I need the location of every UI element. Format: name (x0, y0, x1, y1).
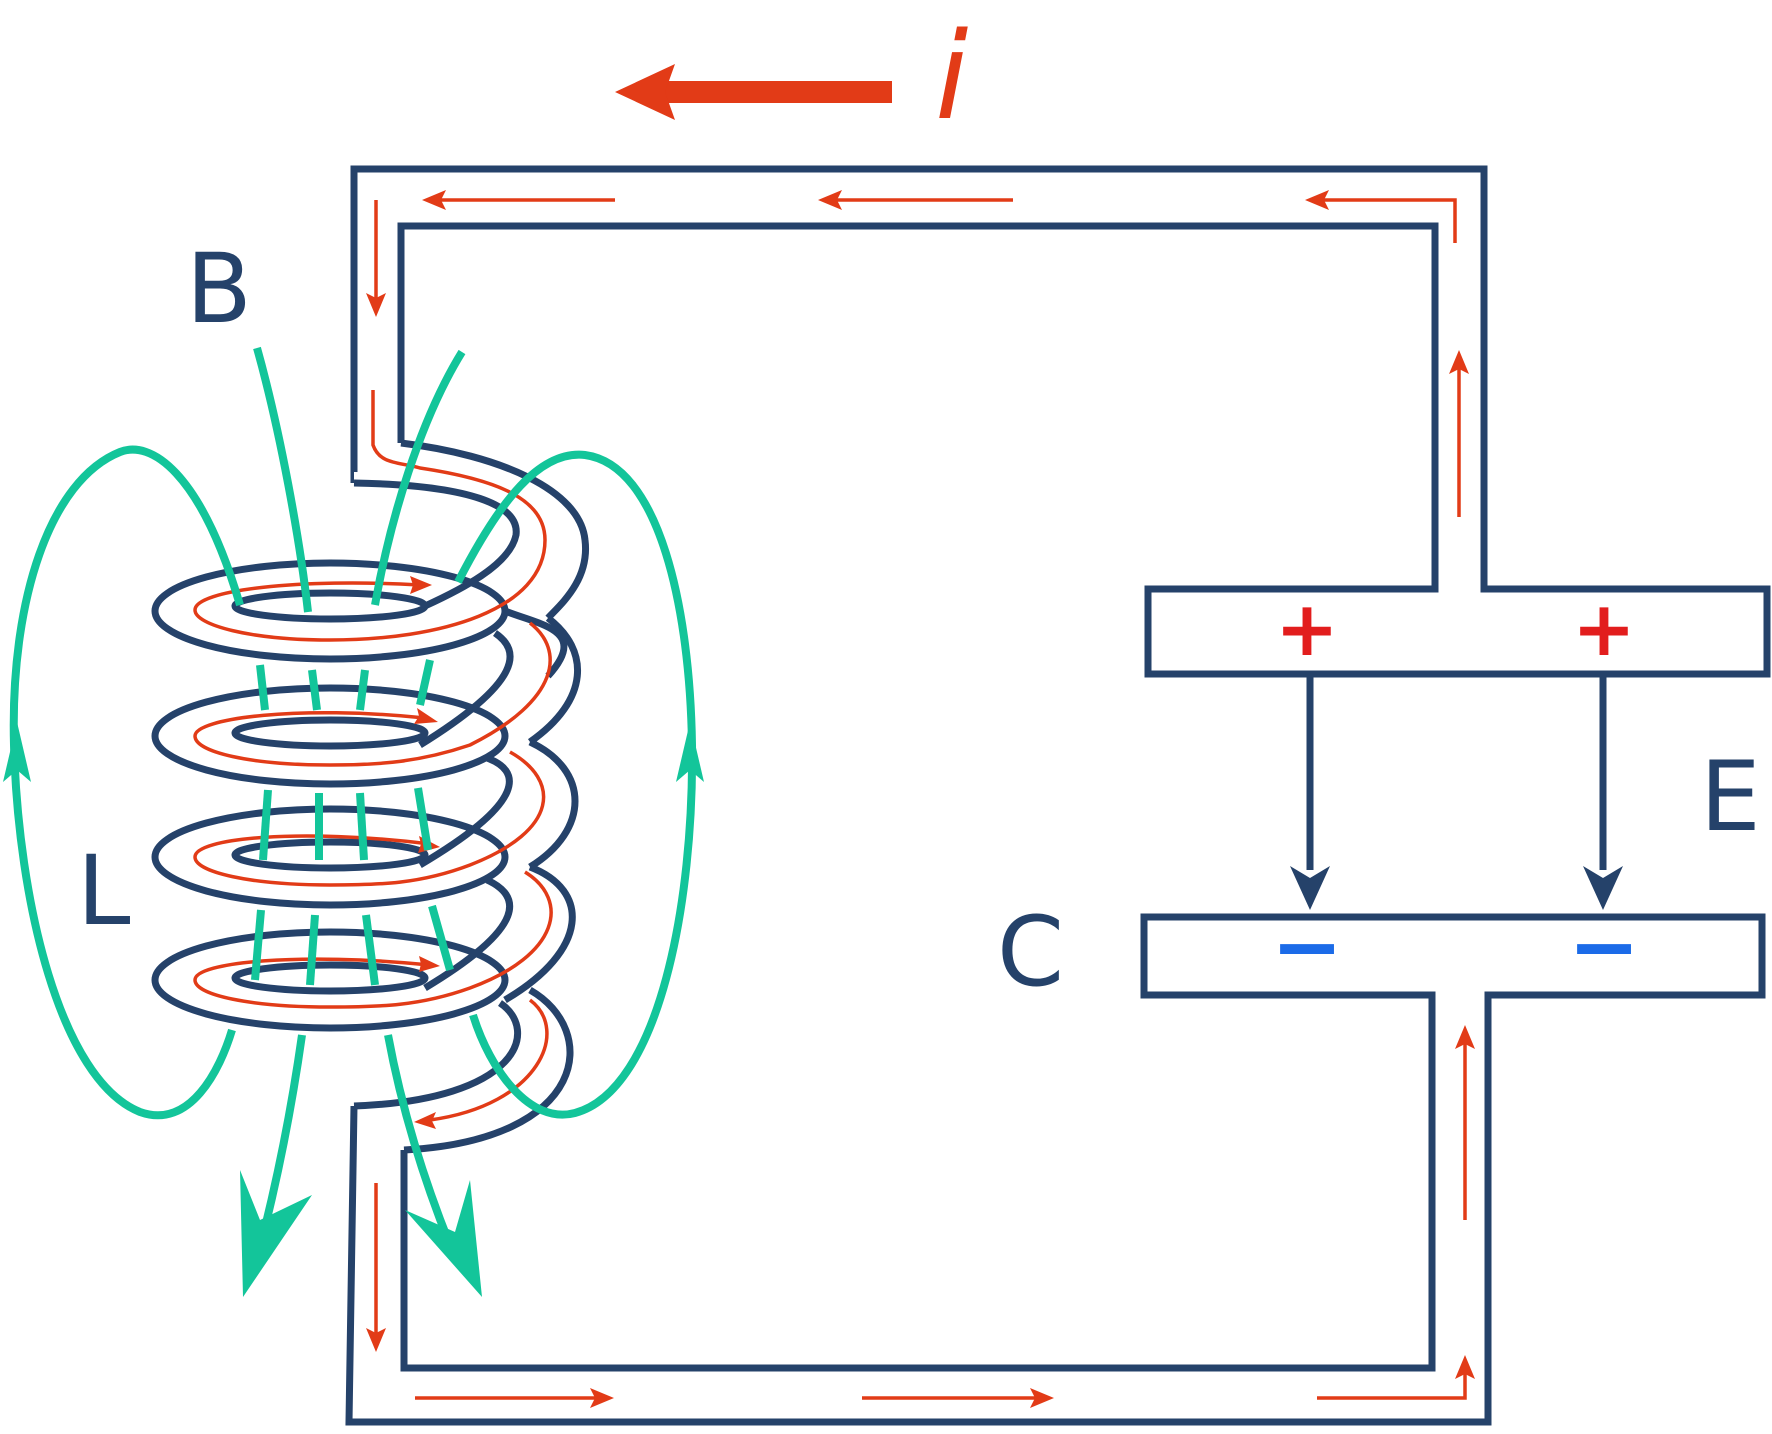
inductor-label: L (77, 835, 130, 947)
coil-turn-2 (151, 615, 581, 788)
coil-turn-4 (151, 863, 576, 1032)
minus-sign-left: − (1271, 897, 1343, 997)
plus-sign-left: + (1275, 584, 1339, 673)
minus-sign-right: − (1568, 897, 1640, 997)
wire-bottom-outer (345, 913, 1766, 1426)
solenoid-coil (151, 439, 589, 1154)
coil-current-lines (193, 390, 553, 1129)
plus-sign-right: + (1572, 584, 1636, 673)
capacitor-label: C (997, 896, 1064, 1008)
wire-current-arrows (366, 190, 1475, 1408)
electric-field-arrows (1290, 676, 1623, 910)
magnetic-field-lines (3, 346, 704, 1297)
circuit-wire (345, 165, 1771, 1426)
capacitor-top-plate (1148, 589, 1767, 674)
electric-field-label: E (1700, 741, 1761, 853)
capacitor (1148, 589, 1767, 910)
magnetic-field-label: B (186, 233, 252, 345)
current-label: i (935, 8, 968, 147)
coil-turn-1 (151, 559, 568, 679)
coil-turn-3 (151, 738, 579, 909)
current-direction-arrow (615, 64, 892, 120)
wire-top-outer (350, 165, 1771, 678)
